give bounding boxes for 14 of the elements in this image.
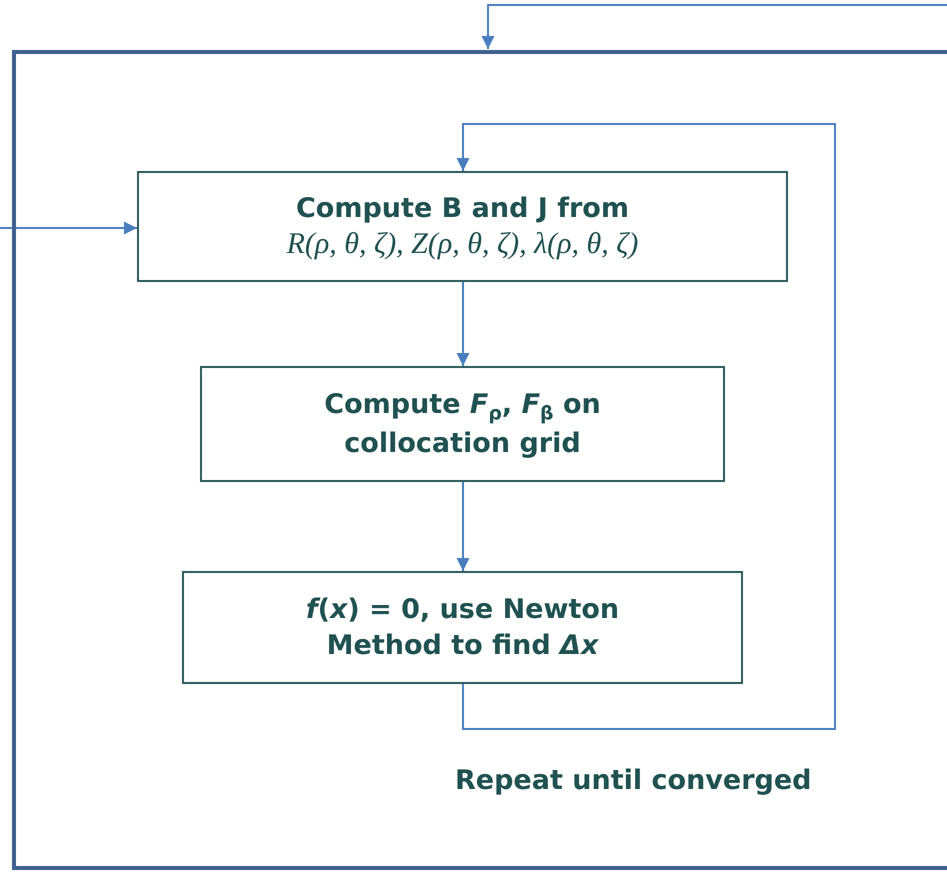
arrow — [456, 123, 836, 730]
arrow — [456, 482, 470, 571]
outer-loop-frame — [12, 50, 947, 870]
loop-label: Repeat until converged — [455, 765, 812, 796]
step-text: Compute B and J from — [296, 192, 629, 226]
arrow — [482, 4, 947, 49]
arrow — [0, 222, 137, 234]
arrow — [456, 282, 470, 366]
math-formula: R(ρ, θ, ζ), Z(ρ, θ, ζ), λ(ρ, θ, ζ) — [286, 226, 638, 262]
process-box — [200, 366, 725, 482]
step-text: f(x) = 0, use Newton Method to find Δx — [304, 593, 620, 662]
process-box — [182, 571, 743, 684]
process-box — [137, 171, 788, 282]
step-text: Compute F$_{ρ}$, F$_{β}$ on collocation grid — [323, 388, 602, 461]
